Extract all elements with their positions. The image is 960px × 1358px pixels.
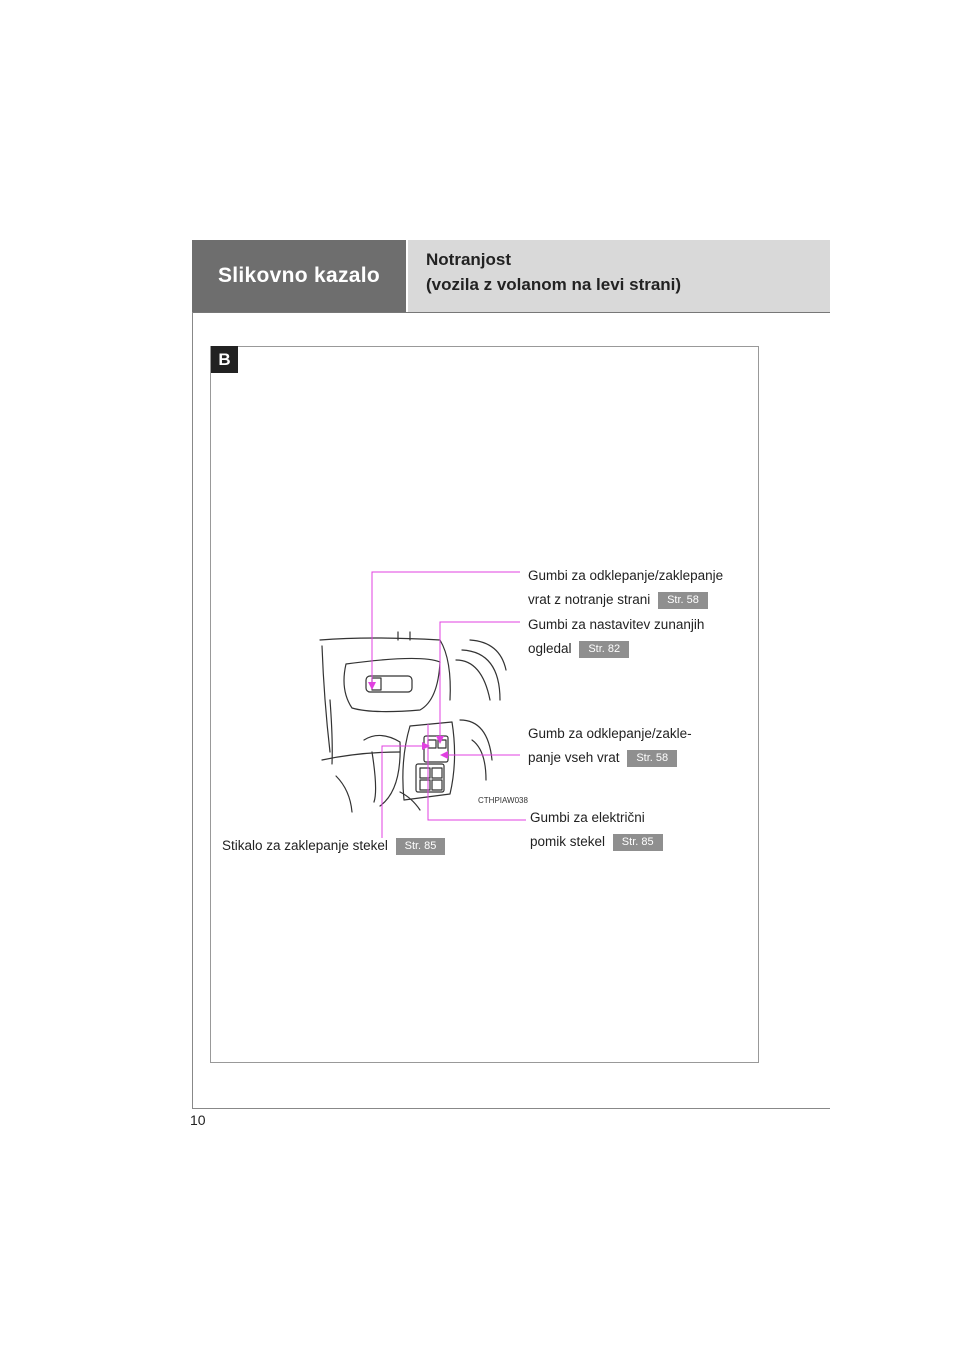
section-title: Slikovno kazalo [217,264,381,287]
leader-line-inside-door-lock [371,571,520,686]
callout-line-2: ogledal Str. 82 [528,637,704,661]
callout-line-2: pomik stekel Str. 85 [530,830,663,854]
footer-divider [192,1108,830,1109]
subtitle-line-2: (vozila z volanom na levi strani) [426,275,682,294]
page-reference-badge[interactable]: Str. 85 [395,837,446,855]
section-badge: B [211,346,238,373]
page-reference-badge[interactable]: Str. 82 [579,640,630,658]
leader-line-window-lock [381,745,426,838]
door-panel-drawing [319,631,507,813]
leader-line-power-window [427,724,526,821]
page-reference-badge[interactable]: Str. 58 [627,749,678,767]
image-code: CTHPIAW038 [478,796,528,805]
callout-leader-lines [371,571,526,838]
callout-line-1: Gumbi za nastavitev zunanjih [528,617,705,632]
callout-line-1: Gumbi za odklepanje/zaklepanje [528,568,724,583]
callout-line-2: panje vseh vrat Str. 58 [528,746,692,770]
callout-inside-door-lock: Gumbi za odklepanje/zaklepanje vrat z no… [528,564,723,612]
leader-line-mirror-switch [439,621,520,740]
callout-window-lock: Stikalo za zaklepanje stekel Str. 85 [222,834,446,858]
subtitle-box: Notranjost (vozila z volanom na levi str… [408,240,830,312]
page-number: 10 [190,1112,206,1128]
page-reference-badge[interactable]: Str. 58 [658,591,708,609]
page-reference-badge[interactable]: Str. 85 [612,833,663,851]
section-title-box: Slikovno kazalo [192,240,406,312]
left-margin-rule [192,312,193,1108]
subtitle-line-1: Notranjost [426,250,511,269]
callout-line-1: Gumb za odklepanje/zakle- [528,726,692,741]
leader-arrowheads [368,682,448,759]
callout-line-2: vrat z notranje strani Str. 58 [528,588,723,612]
header-divider [192,312,830,313]
callout-mirror-switches: Gumbi za nastavitev zunanjih ogledal Str… [528,613,704,661]
illustration-frame [210,346,759,1063]
callout-power-windows: Gumbi za električni pomik stekel Str. 85 [530,806,663,854]
callout-line-1: Gumbi za električni [530,810,645,825]
callout-central-lock: Gumb za odklepanje/zakle- panje vseh vra… [528,722,692,770]
callout-line-1: Stikalo za zaklepanje stekel Str. 85 [222,834,446,858]
